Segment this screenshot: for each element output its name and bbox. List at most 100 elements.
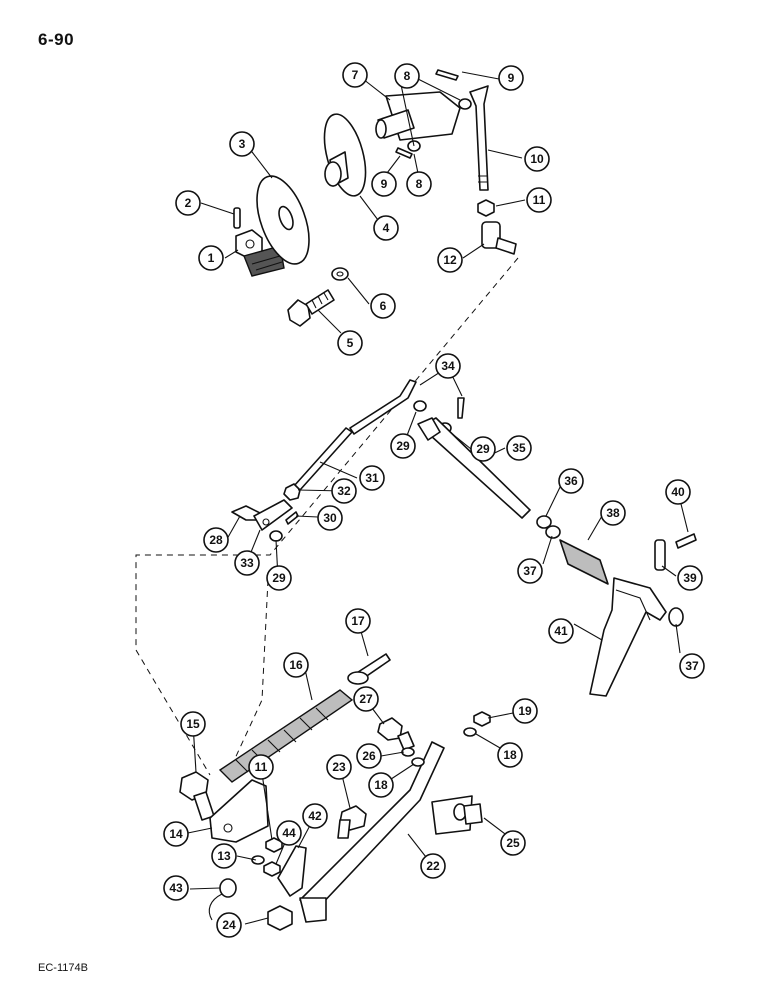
callout-6: 6 [370,293,396,319]
svg-text:18: 18 [503,748,517,762]
part-1-clamp [235,229,285,277]
callout-19: 19 [512,698,538,724]
part-44-nut [263,861,281,877]
callout-16: 16 [283,652,309,678]
svg-text:39: 39 [683,571,697,585]
callout-22: 22 [420,853,446,879]
part-7-bracket [375,91,461,141]
svg-text:29: 29 [476,442,490,456]
svg-text:17: 17 [351,614,365,628]
callout-1: 1 [198,245,224,271]
svg-text:12: 12 [443,253,457,267]
page-number: 6-90 [38,30,75,49]
callout-36: 36 [558,468,584,494]
assembly-guide-lines [135,257,519,776]
callout-31: 31 [359,465,385,491]
callout-43: 43 [163,875,189,901]
callout-35: 35 [506,435,532,461]
part-13-washer [251,855,265,865]
callout-26: 26 [356,743,382,769]
part-40-pin [675,533,697,549]
svg-text:8: 8 [404,69,411,83]
part-4-hub [323,113,367,197]
svg-text:28: 28 [209,533,223,547]
svg-text:30: 30 [323,511,337,525]
callout-27: 27 [353,686,379,712]
part-19-nut [473,711,491,727]
part-29-washer-c [269,530,283,542]
callout-34: 34 [435,353,461,379]
callout-32: 32 [331,478,357,504]
part-23-bolt [337,805,367,839]
callout-23: 23 [326,754,352,780]
callout-10: 10 [524,146,550,172]
callout-39: 39 [677,565,703,591]
svg-text:27: 27 [359,692,373,706]
callout-37-a: 37 [517,558,543,584]
svg-text:44: 44 [282,826,296,840]
callout-33: 33 [234,550,260,576]
callout-3: 3 [229,131,255,157]
part-11-nut-upper [477,199,495,217]
svg-text:24: 24 [222,918,236,932]
part-10-eye-bolt [469,85,489,191]
callout-29-b: 29 [470,436,496,462]
callout-9-lower: 9 [371,171,397,197]
part-32-nut [283,483,301,501]
part-29-washer-a [413,400,427,412]
part-6-washer [331,267,349,281]
part-43-switch [208,878,237,921]
svg-text:31: 31 [365,471,379,485]
part-5-bolt [287,289,335,327]
callout-38: 38 [600,500,626,526]
svg-text:11: 11 [533,193,546,207]
svg-text:10: 10 [530,152,544,166]
svg-text:18: 18 [374,778,388,792]
part-3-disc [256,175,310,265]
svg-text:14: 14 [169,827,183,841]
reference-code: EC-1174B [38,962,88,974]
svg-text:37: 37 [523,564,537,578]
svg-text:15: 15 [186,717,200,731]
svg-text:3: 3 [239,137,246,151]
callout-5: 5 [337,330,363,356]
part-11-nut-lower [265,837,283,853]
part-8-washer-upper [458,98,472,110]
part-34-rod-end [349,379,465,435]
part-42-bracket [277,845,307,897]
callout-18-a: 18 [368,772,394,798]
svg-text:23: 23 [332,760,346,774]
part-18-washer-b [463,727,477,737]
svg-text:1: 1 [208,251,215,265]
part-14-bracket-plate [209,779,269,843]
svg-text:34: 34 [441,359,455,373]
part-38-spring [559,539,609,585]
svg-text:9: 9 [381,177,388,191]
svg-text:29: 29 [396,439,410,453]
part-18-washer-a [411,757,425,767]
callout-18-b: 18 [497,742,523,768]
callout-37-b: 37 [679,653,705,679]
svg-text:40: 40 [671,485,685,499]
svg-text:35: 35 [512,441,526,455]
part-12-swivel [481,221,517,255]
callout-2: 2 [175,190,201,216]
callout-44: 44 [276,820,302,846]
part-9-cotter-pin-lower [395,147,413,159]
svg-text:13: 13 [217,849,231,863]
svg-text:33: 33 [240,556,254,570]
svg-text:22: 22 [426,859,440,873]
callout-11-upper: 11 [526,187,552,213]
svg-text:32: 32 [337,484,351,498]
svg-text:2: 2 [185,196,192,210]
callout-8-upper: 8 [394,63,420,89]
svg-text:7: 7 [352,68,359,82]
callout-29-a: 29 [390,433,416,459]
callout-11-lower: 11 [248,754,274,780]
svg-text:5: 5 [347,336,354,350]
svg-text:43: 43 [169,881,183,895]
callout-30: 30 [317,505,343,531]
svg-text:38: 38 [606,506,620,520]
callout-12: 12 [437,247,463,273]
